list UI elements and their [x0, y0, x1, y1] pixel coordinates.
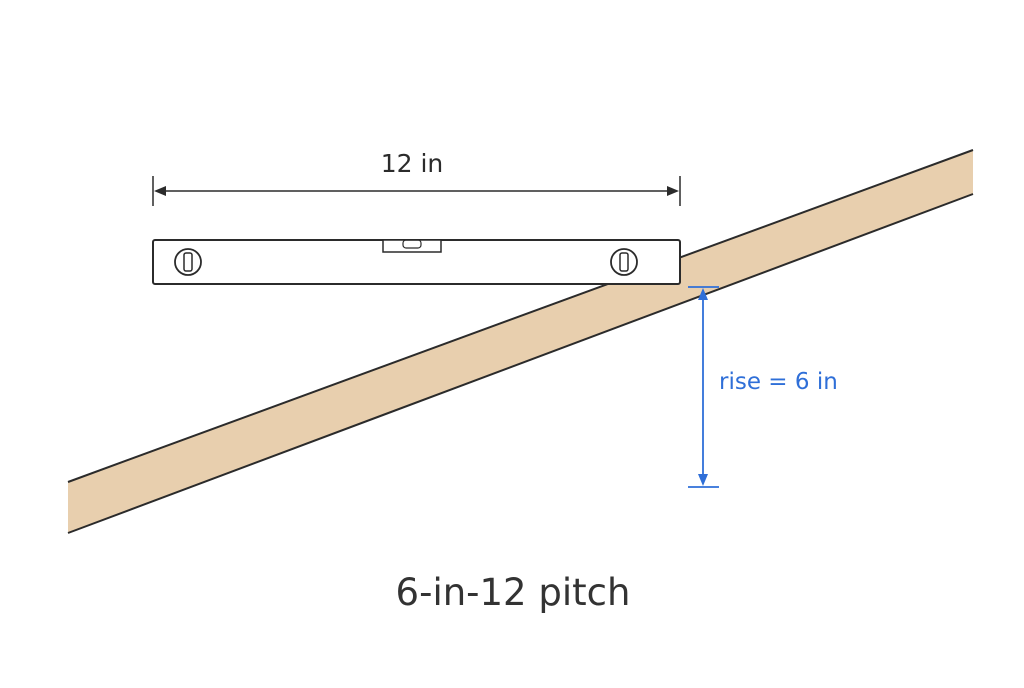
- rise-label: rise = 6 in: [719, 369, 838, 395]
- run-dimension: 12 in: [152, 149, 681, 206]
- run-arrowhead-left: [154, 186, 166, 196]
- rise-dimension: rise = 6 in: [688, 286, 838, 488]
- rafter-bottom-edge: [67, 193, 974, 534]
- rafter-board: [67, 149, 974, 534]
- run-arrowhead-right: [667, 186, 679, 196]
- rafter-board-fill: [68, 150, 973, 533]
- bubble-vial-icon: [382, 239, 442, 253]
- spirit-level-icon: [152, 239, 681, 285]
- rafter-top-edge: [67, 149, 974, 483]
- round-vial-icon-left: [174, 248, 202, 276]
- rise-arrowhead-top: [698, 288, 708, 300]
- round-vial-icon-right: [610, 248, 638, 276]
- pitch-caption: 6-in-12 pitch: [396, 571, 631, 614]
- rise-arrowhead-bottom: [698, 474, 708, 486]
- run-label: 12 in: [381, 149, 444, 178]
